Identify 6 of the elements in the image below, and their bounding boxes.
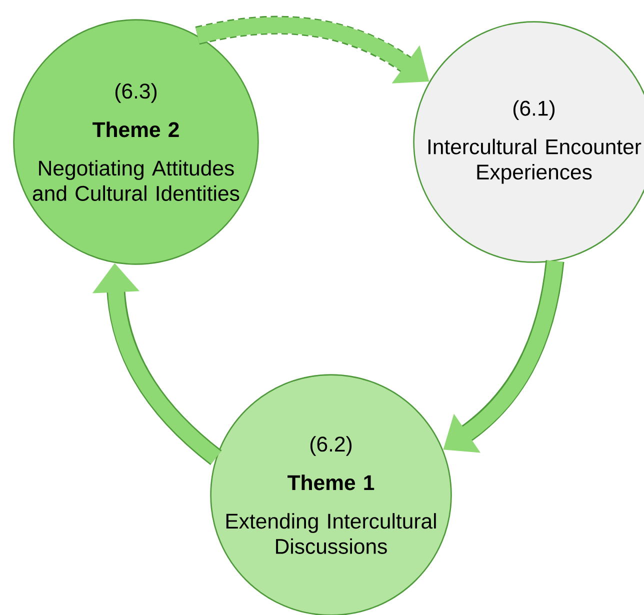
circle-node bbox=[413, 21, 644, 263]
node-text: (6.2) Theme 1 Extending Intercultural Discussions bbox=[226, 436, 436, 554]
circle-node bbox=[13, 19, 259, 265]
node-text: (6.1) Intercultural Encounter Experiences bbox=[428, 100, 642, 184]
circle-node bbox=[210, 374, 452, 615]
node-text: (6.3) Theme 2 Negotiating Attitudes and Cultural Identities bbox=[32, 83, 240, 201]
